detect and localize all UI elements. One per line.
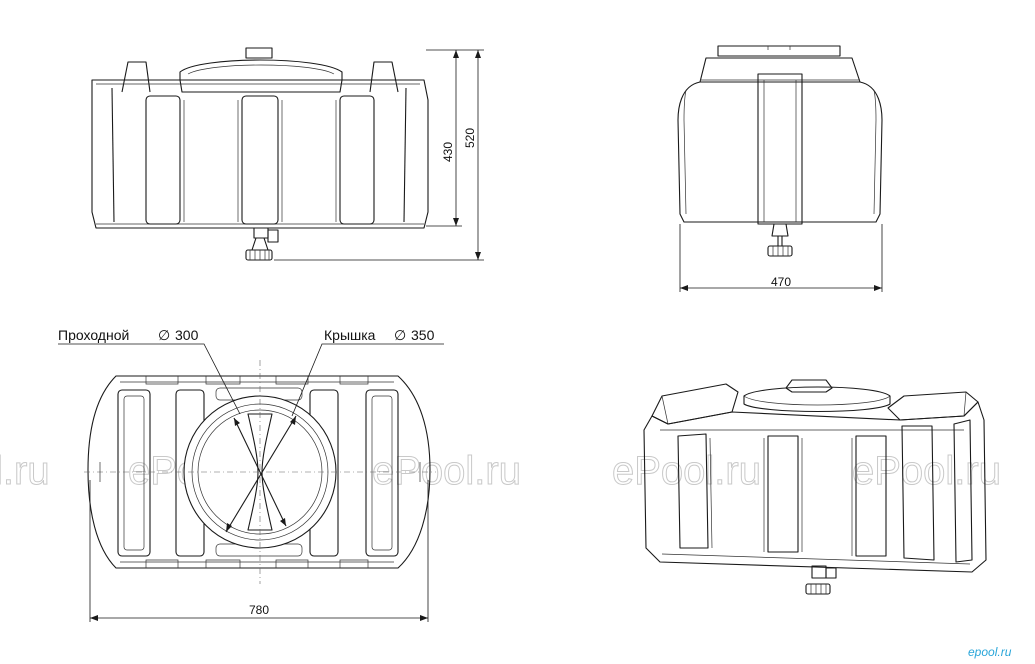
callout-passage: Проходной ∅ 300 [58,327,199,343]
top-view: 780 [58,343,444,622]
callout-lid: Крышка ∅ 350 [324,327,435,343]
dim-total-height: 520 [463,128,477,148]
watermark-3: ePool.ru [612,449,761,493]
callout-lid-symbol: ∅ [394,327,406,343]
watermark-partial: l.ru [0,449,50,493]
callout-passage-label: Проходной [58,327,129,343]
front-view: 430 520 [91,47,484,261]
brand-logo: epool.ru [968,645,1012,659]
watermark-2: ePool.ru [372,449,521,493]
watermark-4: ePool.ru [852,449,1001,493]
isometric-view [643,379,987,595]
dim-length: 780 [249,603,269,617]
callout-lid-value: 350 [411,327,435,343]
callout-lid-label: Крышка [324,327,376,343]
side-view: 470 [677,45,883,292]
dim-width: 470 [771,275,791,289]
dim-body-height: 430 [441,142,455,162]
callout-passage-value: 300 [175,327,199,343]
callout-passage-symbol: ∅ [158,327,170,343]
